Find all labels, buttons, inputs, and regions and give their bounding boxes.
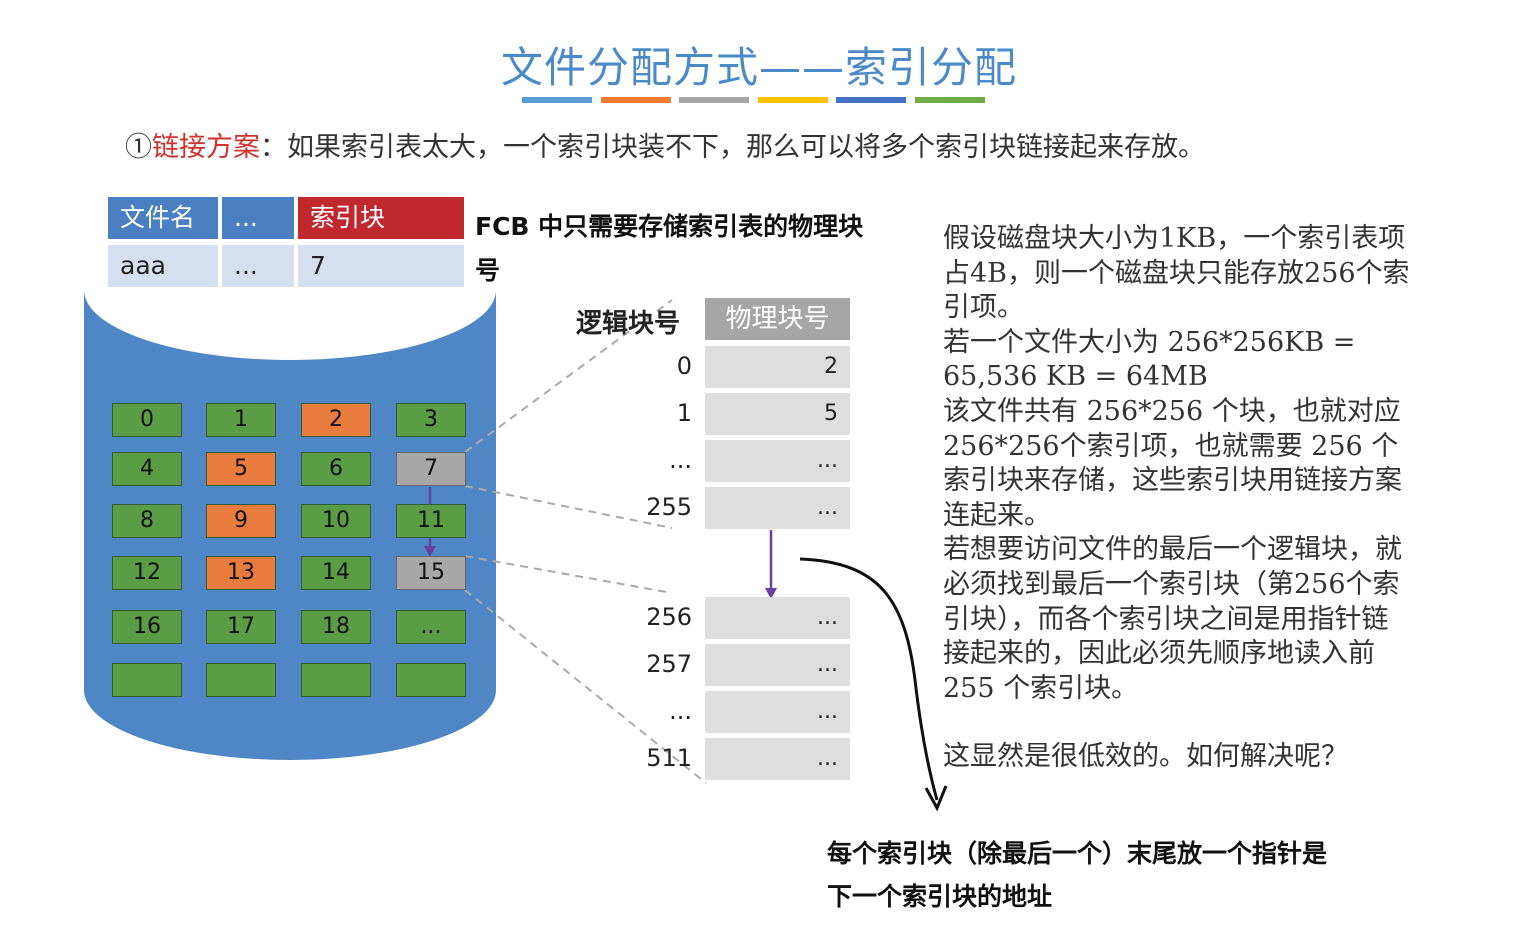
disk-block: 10 bbox=[301, 504, 371, 538]
title-bar-segment bbox=[679, 97, 749, 103]
physical-block-number: ... bbox=[705, 487, 850, 529]
title-bar-segment bbox=[757, 97, 828, 103]
explanation-paragraph: 若想要访问文件的最后一个逻辑块，就必须找到最后一个索引块（第256个索引块），而… bbox=[943, 534, 1402, 704]
disk-block: 9 bbox=[206, 504, 276, 538]
physical-block-number: ... bbox=[705, 738, 850, 780]
connector-top bbox=[464, 299, 673, 453]
logical-block-number: ... bbox=[669, 446, 692, 474]
physical-block-number: ... bbox=[705, 644, 850, 686]
explanation-paragraph bbox=[943, 706, 1413, 740]
fcb-note: FCB 中只需要存储索引表的物理块号 bbox=[475, 212, 864, 285]
disk-block bbox=[301, 663, 371, 697]
disk-block: 8 bbox=[112, 504, 182, 538]
page-title: 文件分配方式——索引分配 bbox=[500, 43, 1017, 92]
disk-block: 7 bbox=[396, 452, 466, 486]
fcb-cell-ellipsis: ... bbox=[222, 245, 294, 287]
scheme-name: 链接方案 bbox=[152, 132, 260, 163]
logical-block-number: 256 bbox=[646, 603, 692, 631]
physical-block-number: ... bbox=[705, 597, 850, 639]
disk-cylinder bbox=[84, 290, 496, 760]
physical-block-number: 5 bbox=[705, 393, 850, 435]
logical-block-number: 0 bbox=[676, 352, 692, 380]
disk-block: 0 bbox=[112, 403, 182, 437]
pointer-note-arrow bbox=[799, 557, 939, 801]
disk-link-arrowhead bbox=[424, 546, 436, 557]
disk-block bbox=[396, 663, 466, 697]
scheme-marker: ① bbox=[125, 132, 152, 163]
disk-block: 6 bbox=[301, 452, 371, 486]
fcb-cell-index-block: 7 bbox=[298, 245, 464, 287]
explanation-paragraph: 假设磁盘块大小为1KB，一个索引表项占4B，则一个磁盘块只能存放256个索引项。 bbox=[943, 223, 1410, 324]
disk-block: 5 bbox=[206, 452, 276, 486]
logical-block-number: 1 bbox=[676, 399, 692, 427]
title-bar-segment bbox=[836, 97, 906, 103]
disk-block: 1 bbox=[206, 403, 276, 437]
logical-block-number: 511 bbox=[646, 744, 692, 772]
physical-block-number: ... bbox=[705, 440, 850, 482]
fcb-header-ellipsis: ... bbox=[222, 197, 294, 239]
disk-block: 18 bbox=[301, 610, 371, 644]
disk-block: 14 bbox=[301, 556, 371, 590]
disk-block: 13 bbox=[206, 556, 276, 590]
disk-block: 3 bbox=[396, 403, 466, 437]
connector-top-2 bbox=[464, 555, 673, 594]
explanation-paragraph: 该文件共有 256*256 个块，也就对应256*256个索引项，也就需要 25… bbox=[943, 395, 1402, 531]
disk-block: 4 bbox=[112, 452, 182, 486]
fcb-cell-filename: aaa bbox=[108, 245, 218, 287]
logical-block-number: 255 bbox=[646, 493, 692, 521]
title-bar-segment bbox=[914, 97, 985, 103]
pointer-note: 每个索引块（除最后一个）末尾放一个指针是下一个索引块的地址 bbox=[827, 839, 1328, 911]
disk-block: 16 bbox=[112, 610, 182, 644]
physical-block-header: 物理块号 bbox=[705, 298, 850, 340]
pointer-note-arrowhead bbox=[924, 785, 948, 812]
physical-block-number: ... bbox=[705, 691, 850, 733]
disk-block: ... bbox=[396, 610, 466, 644]
disk-block: 17 bbox=[206, 610, 276, 644]
logical-block-number: 257 bbox=[646, 650, 692, 678]
disk-block bbox=[206, 663, 276, 697]
title-bar-segment bbox=[522, 97, 592, 103]
connector-bottom bbox=[464, 485, 673, 529]
disk-block: 15 bbox=[396, 556, 466, 590]
title-bar-segment bbox=[600, 97, 671, 103]
explanation-paragraph: 这显然是很低效的。如何解决呢？ bbox=[943, 741, 1348, 773]
disk-block: 2 bbox=[301, 403, 371, 437]
connector-bottom-2 bbox=[464, 589, 707, 784]
fcb-header-filename: 文件名 bbox=[108, 197, 218, 239]
scheme-text: ：如果索引表太大，一个索引块装不下，那么可以将多个索引块链接起来存放。 bbox=[260, 132, 1205, 163]
explanation-paragraph: 若一个文件大小为 256*256KB = 65,536 KB = 64MB bbox=[943, 326, 1356, 393]
disk-block bbox=[112, 663, 182, 697]
fcb-header-index-block: 索引块 bbox=[298, 197, 464, 239]
disk-block: 12 bbox=[112, 556, 182, 590]
logical-block-number: ... bbox=[669, 697, 692, 725]
index-link-arrowhead bbox=[765, 588, 777, 599]
explanation-text: 假设磁盘块大小为1KB，一个索引表项占4B，则一个磁盘块只能存放256个索引项。… bbox=[943, 222, 1413, 775]
logical-block-header: 逻辑块号 bbox=[576, 309, 681, 339]
disk-block: 11 bbox=[396, 504, 466, 538]
physical-block-number: 2 bbox=[705, 346, 850, 388]
scheme-description: ①链接方案：如果索引表太大，一个索引块装不下，那么可以将多个索引块链接起来存放。 bbox=[125, 125, 1205, 164]
